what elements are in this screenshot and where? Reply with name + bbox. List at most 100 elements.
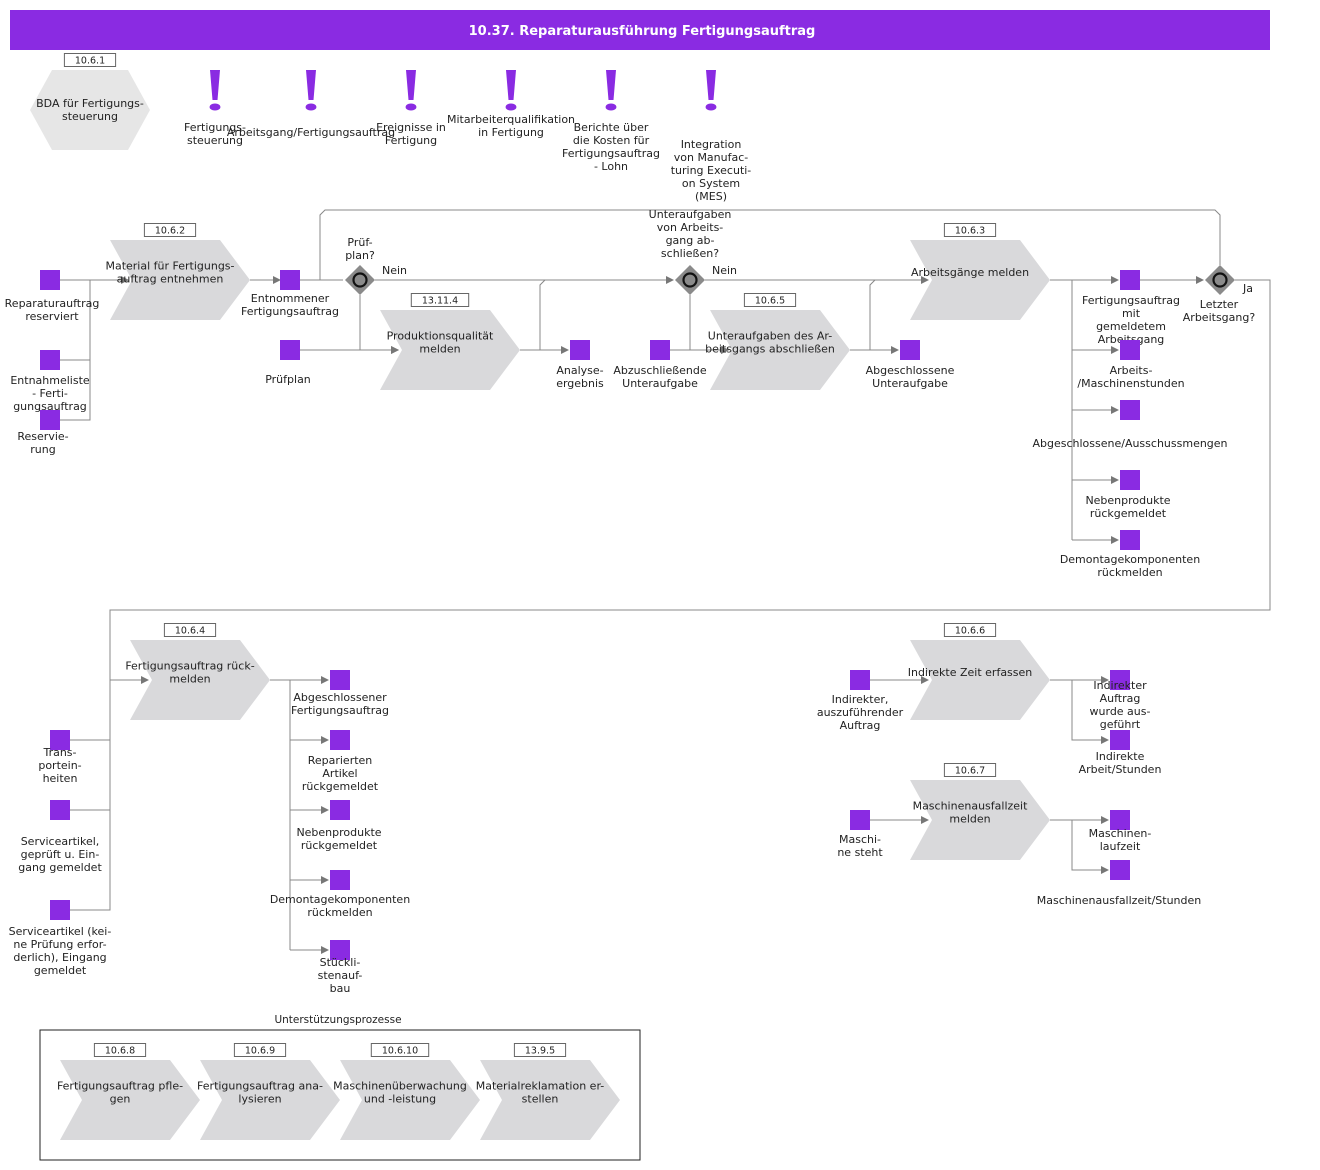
support-process-10-6-8-label: Fertigungsauftrag pfle-gen [57,1080,183,1106]
process-13-11-4-tag: 13.11.4 [410,293,470,307]
process-10-6-4-tag: 10.6.4 [163,623,217,637]
svg-text:13.11.4: 13.11.4 [422,296,458,307]
page-title: 10.37. Reparaturausführung Fertigungsauf… [469,24,816,39]
object-o21[interactable]: Stückli-stenauf-bau [318,940,363,995]
object-o11-label: Abgeschlossene/Ausschussmengen [1032,437,1227,450]
exclamation-icon [406,70,416,100]
svg-text:10.6.4: 10.6.4 [175,626,205,637]
object-o11[interactable]: Abgeschlossene/Ausschussmengen [1032,400,1228,450]
object-o26[interactable]: Maschinen-laufzeit [1089,810,1152,853]
object-o9-square [1120,270,1140,290]
process-10-6-3-shape [910,240,1050,320]
support-process-10-6-8-shape [60,1060,200,1140]
svg-text:10.6.5: 10.6.5 [755,296,785,307]
object-o5-square [280,340,300,360]
object-o25-square [850,810,870,830]
support-process-10-6-10-tag: 10.6.10 [370,1043,430,1057]
note-2-label: Arbeitsgang/Fertigungsauftrag [227,126,395,139]
svg-text:10.6.8: 10.6.8 [105,1046,135,1057]
object-o14[interactable]: Trans-portein-heiten [38,730,82,785]
object-o10-square [1120,340,1140,360]
object-o27-square [1110,860,1130,880]
process-10-6-4-shape [130,640,270,720]
svg-text:10.6.3: 10.6.3 [955,226,985,237]
object-o14-square [50,730,70,750]
process-10-6-6-label: Indirekte Zeit erfassen [908,666,1033,679]
object-o4-square [280,270,300,290]
connector-g3-p5 [109,279,1271,684]
connector-p7-o27 [1071,820,1109,874]
object-o10[interactable]: Arbeits-/Maschinenstunden [1077,340,1185,390]
object-o2[interactable]: Entnahmeliste- Ferti-gungsauftrag [10,350,90,413]
object-o7-square [650,340,670,360]
object-o16-label: Serviceartikel (kei-ne Prüfung erfor-der… [9,925,112,977]
support-process-10-6-10-shape [340,1060,480,1140]
process-10-6-5-shape [710,310,850,390]
support-process-13-9-5-shape [480,1060,620,1140]
object-o18-square [330,730,350,750]
object-o6[interactable]: Analyse-ergebnis [556,340,604,390]
object-o26-square [1110,810,1130,830]
object-o13-square [1120,530,1140,550]
object-o16[interactable]: Serviceartikel (kei-ne Prüfung erfor-der… [9,900,112,977]
note-2: Arbeitsgang/Fertigungsauftrag [227,70,395,139]
object-o27-label: Maschinenausfallzeit/Stunden [1037,894,1202,907]
gateway-letzter-arbeitsgang-diamond [1205,265,1235,295]
object-o5[interactable]: Prüfplan [265,340,311,386]
object-o15[interactable]: Serviceartikel,geprüft u. Ein-gang gemel… [18,800,102,874]
connector-p6-o24 [1071,680,1109,744]
object-o27[interactable]: Maschinenausfallzeit/Stunden [1037,860,1202,907]
exclamation-icon [706,70,716,100]
gateway-pruefplan-label: Prüf-plan? [345,236,375,262]
object-o22-square [850,670,870,690]
support-process-10-6-9-tag: 10.6.9 [233,1043,287,1057]
svg-text:10.6.1: 10.6.1 [75,56,105,67]
object-o25[interactable]: Maschi-ne steht [837,810,883,859]
connector-o16-p5 [70,810,111,911]
hexagon-shape [30,70,150,150]
gateway-letzter-arbeitsgang-branch-label: Ja [1242,282,1253,295]
object-o3[interactable]: Reservie-rung [17,410,69,456]
connector-p2-merge [539,279,546,350]
object-o17-square [330,670,350,690]
support-process-13-9-5-tag: 13.9.5 [513,1043,567,1057]
gateway-letzter-arbeitsgang-ring [1212,272,1228,288]
